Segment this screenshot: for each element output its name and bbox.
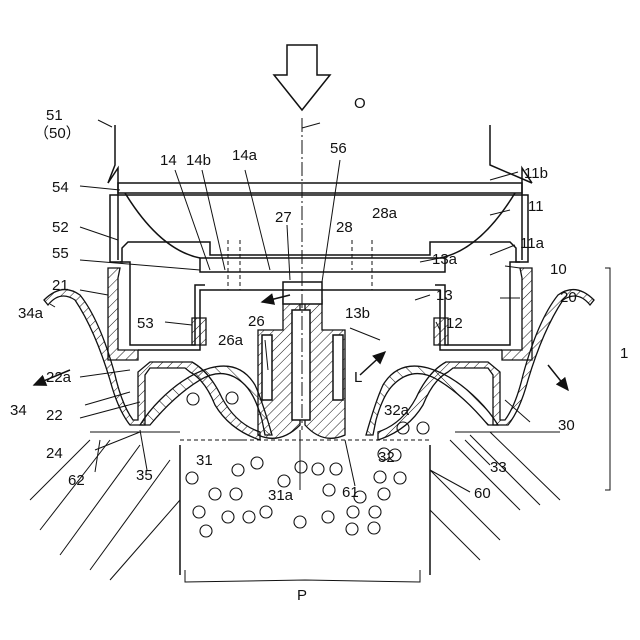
label-32: 32 [378,449,395,466]
label-28a: 28a [372,205,398,222]
label-33: 33 [490,459,507,476]
label-14a: 14a [232,147,258,164]
label-22: 22 [46,407,63,424]
label-P: P [297,587,307,604]
label-20: 20 [560,289,577,306]
label-12: 12 [446,315,463,332]
label-62: 62 [68,472,85,489]
label-52: 52 [52,219,69,236]
label-21: 21 [52,277,69,294]
label-14b: 14b [186,152,211,169]
label-10: 10 [550,261,567,278]
label-32a: 32a [384,402,410,419]
label-30: 30 [558,417,575,434]
ground-hatch-right [430,432,560,560]
label-53: 53 [137,315,154,332]
label-60: 60 [474,485,491,502]
label-L: L [354,369,362,386]
label-26: 26 [248,313,265,330]
label-11: 11 [528,198,544,215]
label-11a: 11a [520,235,545,252]
label-31a: 31a [268,487,294,504]
label-61: 61 [342,484,359,501]
label-13a: 13a [432,251,458,268]
label-51: 51 [46,107,63,124]
label-50: （50） [34,125,81,142]
label-35: 35 [136,467,153,484]
label-56: 56 [330,140,347,157]
label-1: 1 [620,345,628,362]
housing-10 [108,168,532,272]
label-54: 54 [52,179,69,196]
label-34a: 34a [18,305,44,322]
label-26a: 26a [218,332,244,349]
label-14: 14 [160,152,177,169]
label-22a: 22a [46,369,72,386]
label-27: 27 [275,209,292,226]
label-31: 31 [196,452,213,469]
label-55: 55 [52,245,69,262]
label-24: 24 [46,445,63,462]
label-11b: 11b [524,165,548,182]
label-28: 28 [336,219,353,236]
label-34: 34 [10,402,27,419]
label-O: O [354,95,366,112]
label-13b: 13b [345,305,370,322]
input-arrow [274,45,330,110]
label-13: 13 [436,287,453,304]
